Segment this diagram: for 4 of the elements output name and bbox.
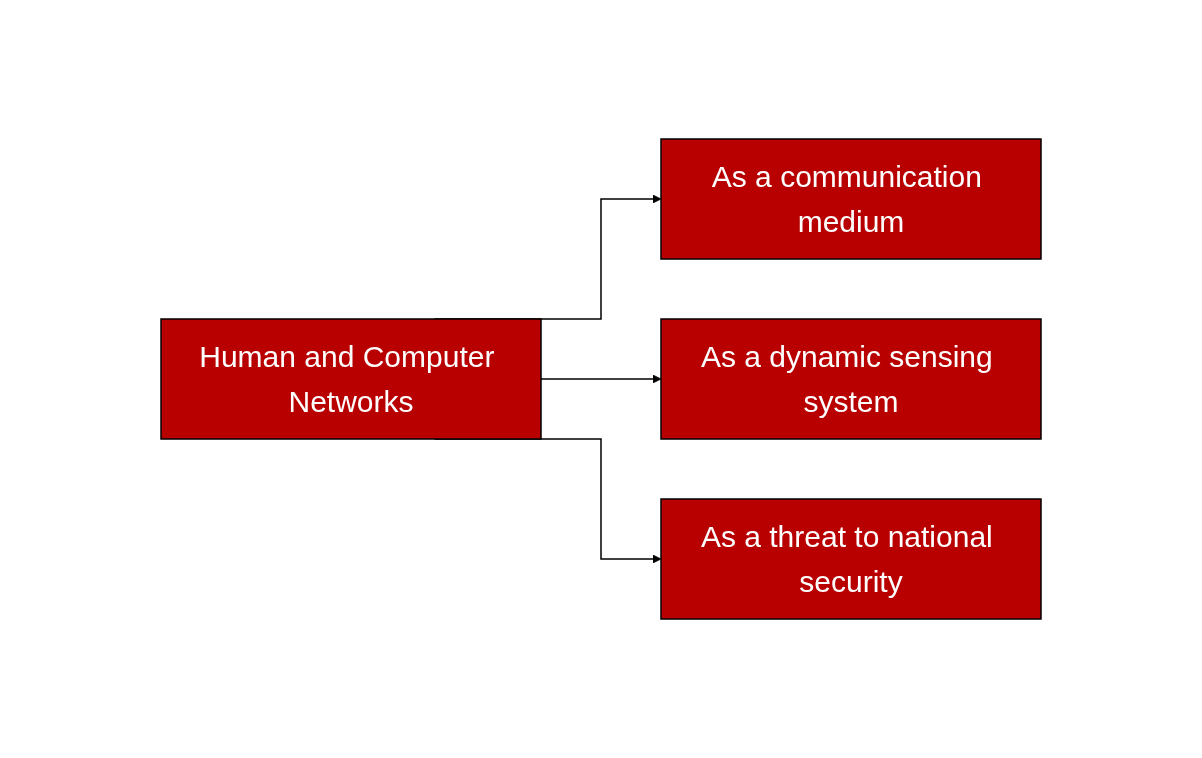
node-box: Human and Computer Networks [160, 318, 542, 440]
node-box: As a dynamic sensing system [660, 318, 1042, 440]
node-box: As a threat to national security [660, 498, 1042, 620]
node-box: As a communication medium [660, 138, 1042, 260]
